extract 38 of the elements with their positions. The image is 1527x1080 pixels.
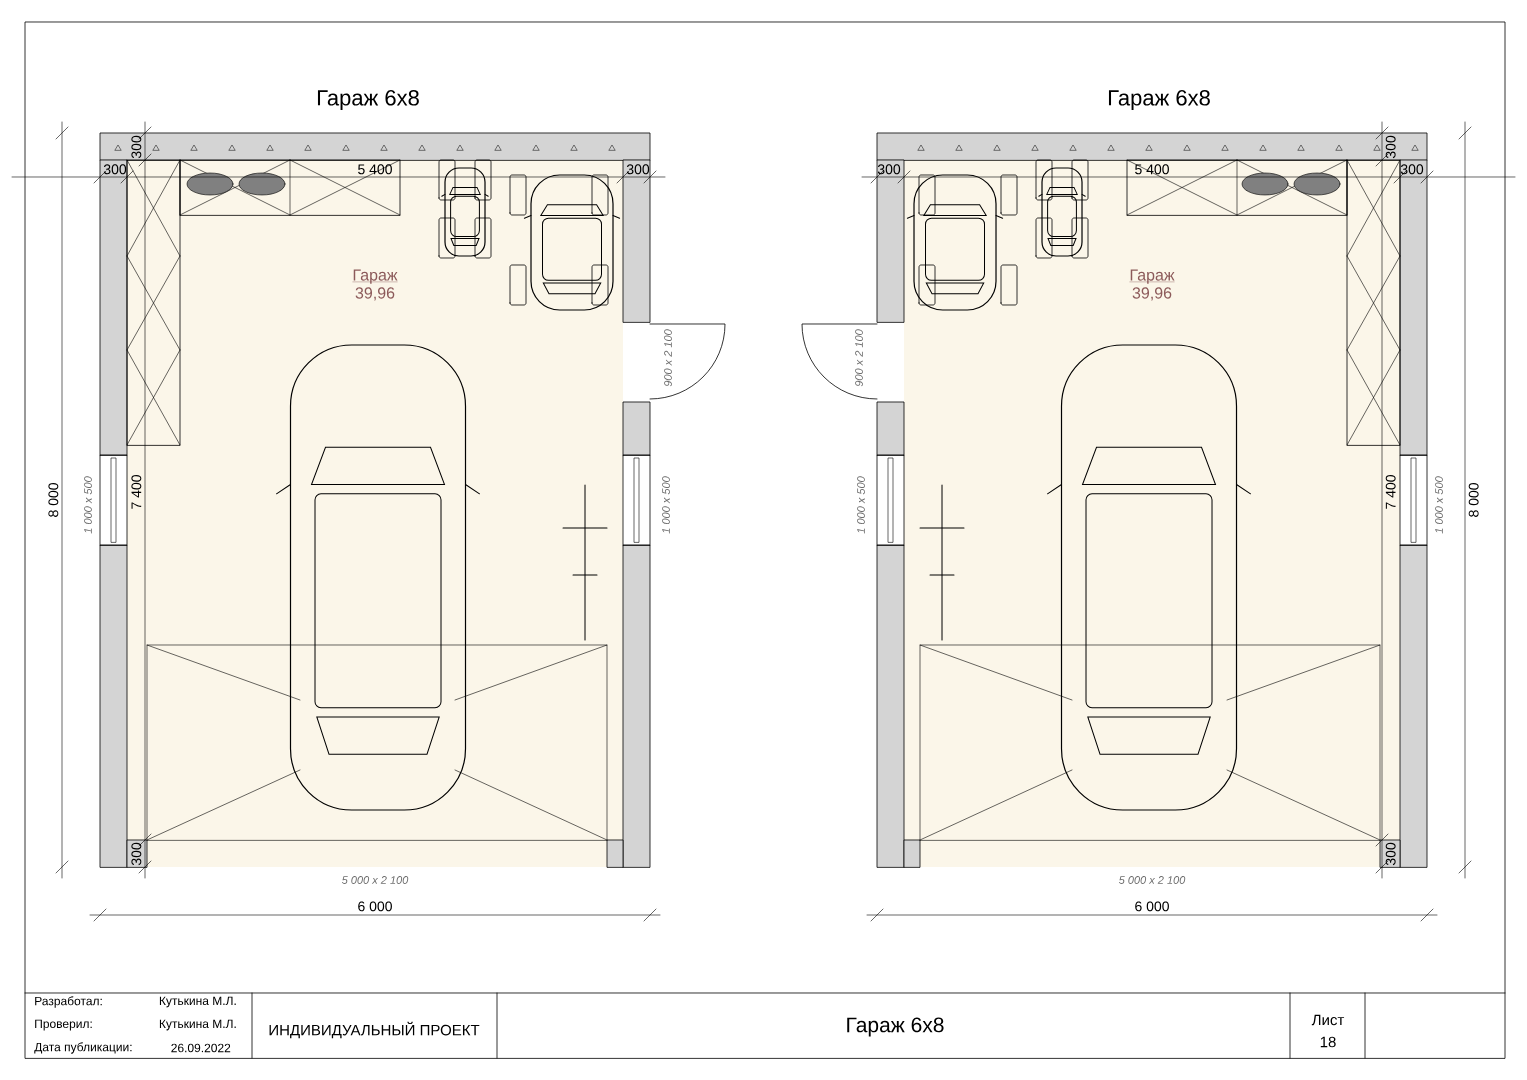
opening-label: 1 000 x 500 [857, 476, 865, 534]
dimension-label: 5 400 [358, 164, 392, 175]
title-block-text: Гараж 6х8 [847, 1017, 944, 1037]
title-block-text: Разработал: [35, 996, 102, 1008]
dimension-label: 5 400 [1135, 164, 1169, 175]
opening-label: 5 000 x 2 100 [1118, 876, 1186, 884]
title-block-text: Кутькина М.Л. [159, 996, 236, 1008]
plan-title: Гараж 6х8 [317, 90, 419, 110]
dimension-label: 8 000 [1468, 483, 1479, 517]
title-block-text: ИНДИВИДУАЛЬНЫЙ ПРОЕКТ [269, 1021, 480, 1039]
dimension-label: 300 [1400, 164, 1424, 175]
dimension-label: 300 [877, 164, 901, 175]
title-block-text: 18 [1320, 1036, 1336, 1048]
opening-label: 1 000 x 500 [1435, 476, 1443, 534]
title-block-text: Лист [1311, 1014, 1345, 1026]
plan-title: Гараж 6х8 [1108, 90, 1210, 110]
dimension-label: 6 000 [358, 901, 392, 912]
room-label: Гараж 39,96 [1129, 269, 1175, 301]
opening-label: 1 000 x 500 [84, 476, 92, 534]
opening-label: 900 x 2 100 [855, 329, 863, 387]
dimension-label: 300 [131, 842, 142, 866]
title-block-text: Кутькина М.Л. [159, 1019, 236, 1031]
dimension-label: 7 400 [1385, 475, 1396, 509]
dimension-label: 7 400 [131, 475, 142, 509]
title-block-text: Проверил: [35, 1019, 92, 1031]
dimension-label: 300 [626, 164, 650, 175]
dimension-label: 6 000 [1135, 901, 1169, 912]
dimension-label: 300 [131, 135, 142, 159]
dimension-label: 300 [1385, 842, 1396, 866]
opening-label: 900 x 2 100 [664, 329, 672, 387]
dimension-label: 300 [1385, 135, 1396, 159]
title-block-text: 26.09.2022 [171, 1043, 231, 1053]
opening-label: 5 000 x 2 100 [341, 876, 409, 884]
dimension-label: 300 [103, 164, 127, 175]
opening-label: 1 000 x 500 [662, 476, 670, 534]
room-label: Гараж 39,96 [352, 269, 398, 301]
title-block-text: Дата публикации: [34, 1042, 132, 1054]
dimension-label: 8 000 [48, 483, 59, 517]
